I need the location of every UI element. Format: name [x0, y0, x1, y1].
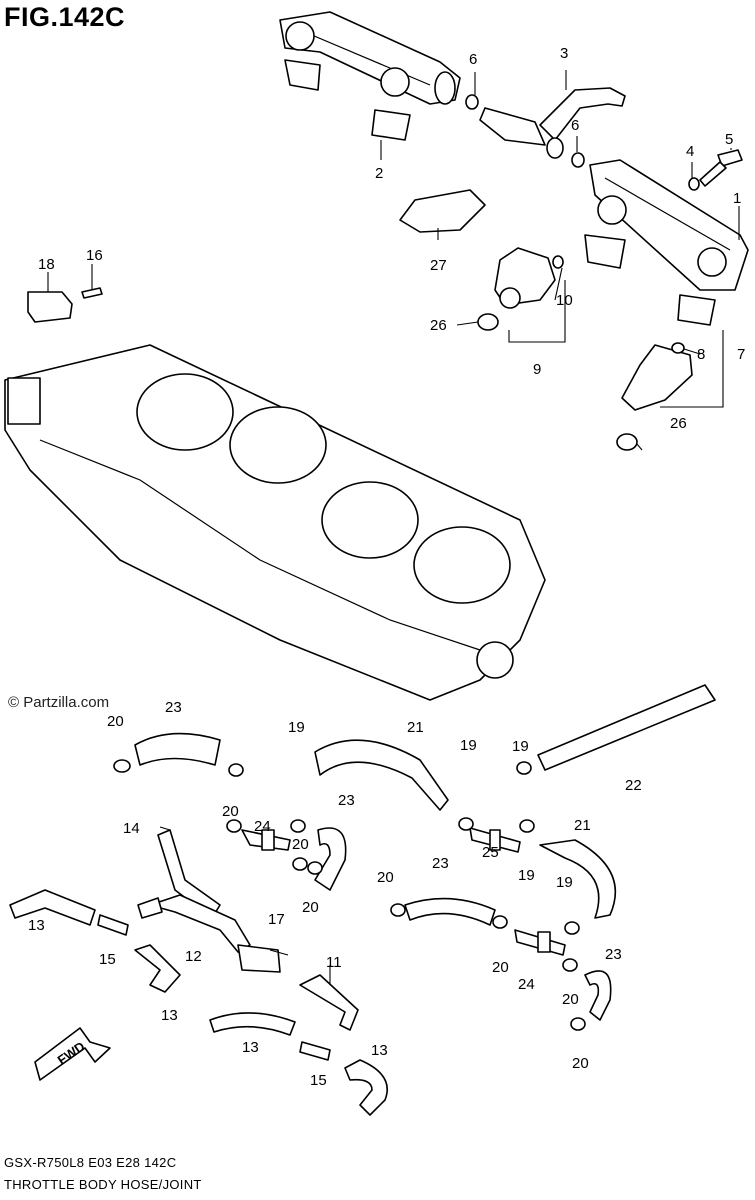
callout-20c: 20 [292, 836, 309, 853]
callout-7: 7 [737, 346, 745, 363]
callout-13b: 13 [161, 1007, 178, 1024]
callout-20h: 20 [572, 1055, 589, 1072]
callout-19c: 19 [512, 738, 529, 755]
joint-24-upper [241, 829, 291, 851]
callout-23b: 23 [338, 792, 355, 809]
callout-2: 2 [375, 165, 383, 182]
callout-22: 22 [625, 777, 642, 794]
callout-20e: 20 [377, 869, 394, 886]
hose-23-center [404, 897, 496, 926]
callout-20d: 20 [302, 899, 319, 916]
hose-23-top-left [134, 732, 221, 766]
callout-3: 3 [560, 45, 568, 62]
callout-24b: 24 [518, 976, 535, 993]
callout-19e: 19 [556, 874, 573, 891]
callout-17: 17 [268, 911, 285, 928]
hose-11 [299, 974, 359, 1031]
callout-19a: 19 [288, 719, 305, 736]
callout-15a: 15 [99, 951, 116, 968]
callout-23c: 23 [432, 855, 449, 872]
fwd-direction-arrow: FWD [34, 1027, 111, 1081]
callout-21a: 21 [407, 719, 424, 736]
callout-26b: 26 [670, 415, 687, 432]
joint-25 [469, 827, 521, 853]
callout-5: 5 [725, 131, 733, 148]
clip-27 [399, 189, 486, 233]
callout-16: 16 [86, 247, 103, 264]
hose-23-mid [314, 827, 347, 891]
joint-15-upper [97, 914, 129, 936]
callout-1: 1 [733, 190, 741, 207]
hose-clamps [113, 759, 586, 1031]
callout-21b: 21 [574, 817, 591, 834]
injector-9 [477, 247, 564, 331]
throttle-body [4, 344, 546, 701]
o-rings [465, 94, 585, 168]
callout-20a: 20 [107, 713, 124, 730]
callout-18: 18 [38, 256, 55, 273]
callout-4: 4 [686, 143, 694, 160]
callout-19d: 19 [518, 867, 535, 884]
fuel-rail-lower [584, 159, 749, 326]
figure-title: FIG.142C [4, 2, 126, 32]
joint-24-lower [514, 929, 566, 956]
callout-15b: 15 [310, 1072, 327, 1089]
callout-13c: 13 [242, 1039, 259, 1056]
fuel-rail-upper [279, 11, 461, 141]
callout-9: 9 [533, 361, 541, 378]
fuel-feed-pipe [479, 87, 626, 159]
callout-13a: 13 [28, 917, 45, 934]
hose-21-right [539, 839, 617, 919]
joint-17 [237, 944, 281, 973]
callout-23d: 23 [605, 946, 622, 963]
hose-21-top [314, 739, 449, 811]
callout-6a: 6 [469, 51, 477, 68]
hose-22 [537, 684, 716, 771]
callout-labels: 1 2 3 4 5 6 6 7 8 9 10 16 18 26 26 27 20… [28, 45, 745, 1089]
injector-7 [616, 342, 693, 451]
callout-27: 27 [430, 257, 447, 274]
leader-lines [47, 70, 740, 985]
hose-13-left [9, 889, 96, 926]
callout-10: 10 [556, 292, 573, 309]
callout-20f: 20 [492, 959, 509, 976]
callout-11: 11 [326, 954, 342, 971]
hose-13-right [344, 1059, 388, 1116]
callout-19b: 19 [460, 737, 477, 754]
callout-6b: 6 [571, 117, 579, 134]
footer-model-line: GSX-R750L8 E03 E28 142C [4, 1155, 177, 1170]
sensor-18 [27, 287, 103, 323]
hose-13-bottom [209, 1012, 296, 1036]
callout-20g: 20 [562, 991, 579, 1008]
callout-25: 25 [482, 844, 499, 861]
callout-24a: 24 [254, 818, 271, 835]
callout-23a: 23 [165, 699, 182, 716]
callout-26a: 26 [430, 317, 447, 334]
hose-23-right [584, 970, 612, 1021]
bolt-5 [699, 149, 743, 187]
callout-13d: 13 [371, 1042, 388, 1059]
watermark: © Partzilla.com [8, 694, 110, 711]
hose-12 [137, 894, 251, 953]
callout-8: 8 [697, 346, 705, 363]
footer-section-title: THROTTLE BODY HOSE/JOINT [4, 1177, 202, 1192]
washer-4 [688, 177, 700, 191]
callout-14: 14 [123, 820, 140, 837]
hose-13-mid [134, 944, 181, 993]
callout-12: 12 [185, 948, 202, 965]
joint-15-lower [299, 1041, 331, 1061]
callout-20b: 20 [222, 803, 239, 820]
